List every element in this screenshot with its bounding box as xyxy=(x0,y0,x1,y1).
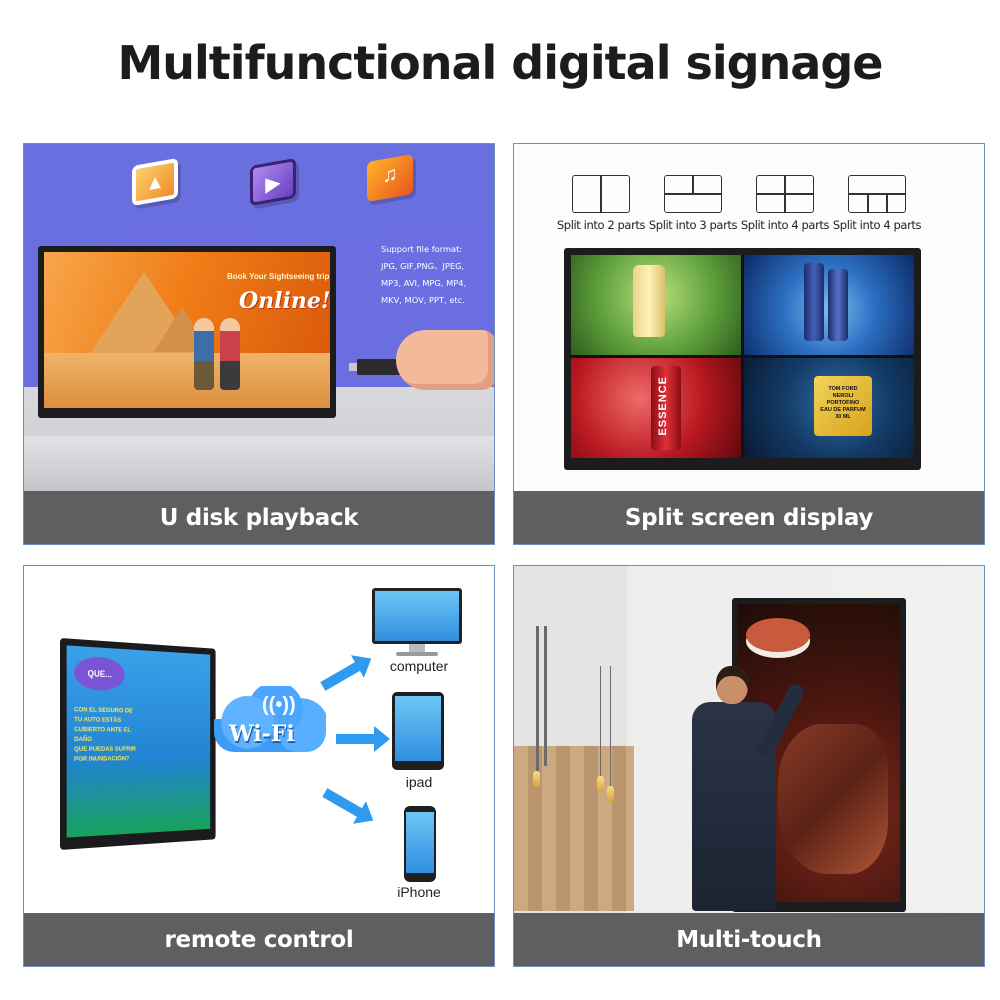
display-monitor: ESSENCE TOM FORD NEROLI PORTOFINO EAU DE… xyxy=(564,248,921,470)
screen-text: CON EL SEGURO DE TU AUTO ESTÁS CUBIERTO … xyxy=(74,706,136,763)
computer-base xyxy=(396,652,438,656)
device-label: iPhone xyxy=(397,884,441,900)
split-option-label: Split into 3 parts xyxy=(648,218,738,232)
floor xyxy=(24,436,494,491)
screen-quadrant xyxy=(744,255,914,355)
panel-caption: Split screen display xyxy=(514,491,984,544)
arrow-icon xyxy=(322,788,364,818)
steak-image xyxy=(778,724,888,874)
remote-scene: QUE... CON EL SEGURO DE TU AUTO ESTÁS CU… xyxy=(24,566,494,913)
essence-label: ESSENCE xyxy=(657,376,669,436)
lamp-cord xyxy=(600,666,601,776)
lamp-cord xyxy=(536,626,539,776)
computer-stand xyxy=(409,644,425,654)
music-icon: ♫ xyxy=(367,153,413,203)
traveler xyxy=(194,318,214,390)
panel-caption: U disk playback xyxy=(24,491,494,544)
page-title: Multifunctional digital signage xyxy=(117,36,884,90)
video-icon: ▶ xyxy=(250,157,296,207)
split-3-icon xyxy=(664,175,722,213)
split-option-label: Split into 4 parts xyxy=(740,218,830,232)
split-option-label: Split into 2 parts xyxy=(556,218,646,232)
device-label: computer xyxy=(389,658,449,674)
split-2-icon xyxy=(572,175,630,213)
pendant-lamp xyxy=(597,776,604,792)
formats-line: JPG, GIF,PNG、JPEG, xyxy=(381,261,465,271)
panel-split-screen: Split into 2 parts Split into 3 parts Sp… xyxy=(513,143,985,545)
display-monitor: QUE... CON EL SEGURO DE TU AUTO ESTÁS CU… xyxy=(60,638,216,850)
usb-drive-icon xyxy=(349,359,401,375)
screen-headline: Online! xyxy=(239,288,330,314)
split-screen-grid: ESSENCE TOM FORD NEROLI PORTOFINO EAU DE… xyxy=(571,255,914,458)
hand xyxy=(396,330,494,390)
screen-tagline: Book Your Sightseeing trip xyxy=(227,272,330,281)
split-4-icon xyxy=(756,175,814,213)
split-option-label: Split into 4 parts xyxy=(832,218,922,232)
traveler xyxy=(220,318,240,390)
panel-u-disk-playback: ▲ ▶ ♫ Book Your Sightseeing trip Online!… xyxy=(23,143,495,545)
device-label: ipad xyxy=(405,774,433,790)
serum-bottle xyxy=(804,263,824,341)
lamp-cord xyxy=(610,666,611,786)
lamp-cord xyxy=(544,626,547,766)
u-disk-scene: ▲ ▶ ♫ Book Your Sightseeing trip Online!… xyxy=(24,144,494,491)
ipad-icon xyxy=(392,692,444,770)
split-4-alt-icon xyxy=(848,175,906,213)
pendant-lamp xyxy=(607,786,614,802)
monitor-screen: QUE... CON EL SEGURO DE TU AUTO ESTÁS CU… xyxy=(66,645,211,838)
display-monitor: Book Your Sightseeing trip Online! xyxy=(38,246,336,418)
screen-quadrant xyxy=(571,255,741,355)
speech-bubble: QUE... xyxy=(74,655,125,692)
essence-bottle xyxy=(651,366,681,450)
supported-formats: Support file format: JPG, GIF,PNG、JPEG, … xyxy=(381,241,491,309)
screen-quadrant: TOM FORD NEROLI PORTOFINO EAU DE PARFUM … xyxy=(744,358,914,458)
monitor-screen: Book Your Sightseeing trip Online! xyxy=(44,252,330,408)
panel-caption: remote control xyxy=(24,913,494,966)
panel-multi-touch: Multi-touch xyxy=(513,565,985,967)
pendant-lamp xyxy=(533,771,540,787)
arrow-icon xyxy=(320,661,362,691)
restaurant-background xyxy=(514,746,634,911)
person-body xyxy=(692,702,776,911)
formats-heading: Support file format: xyxy=(381,244,463,254)
touch-scene xyxy=(514,566,984,913)
panel-caption: Multi-touch xyxy=(514,913,984,966)
perfume-bottle xyxy=(633,265,665,337)
iphone-icon xyxy=(404,806,436,882)
formats-line: MKV, MOV, PPT, etc. xyxy=(381,295,465,305)
panel-remote-control: QUE... CON EL SEGURO DE TU AUTO ESTÁS CU… xyxy=(23,565,495,967)
tom-ford-label: TOM FORD NEROLI PORTOFINO EAU DE PARFUM … xyxy=(820,386,866,420)
cloud-icon xyxy=(214,686,326,752)
sand xyxy=(44,353,330,408)
tom-ford-bottle: TOM FORD NEROLI PORTOFINO EAU DE PARFUM … xyxy=(814,376,872,436)
wifi-icon: ((•)) xyxy=(262,694,296,716)
image-icon: ▲ xyxy=(132,157,178,207)
wifi-label: Wi-Fi xyxy=(229,721,295,747)
screen-quadrant: ESSENCE xyxy=(571,358,741,458)
computer-icon xyxy=(372,588,462,644)
formats-line: MP3, AVI, MPG, MP4, xyxy=(381,278,467,288)
arrow-icon xyxy=(336,726,390,752)
person-touching-screen xyxy=(684,666,807,911)
soup-cup xyxy=(746,618,810,652)
serum-bottle xyxy=(828,269,848,341)
split-scene: Split into 2 parts Split into 3 parts Sp… xyxy=(514,144,984,491)
person-head xyxy=(716,666,748,704)
